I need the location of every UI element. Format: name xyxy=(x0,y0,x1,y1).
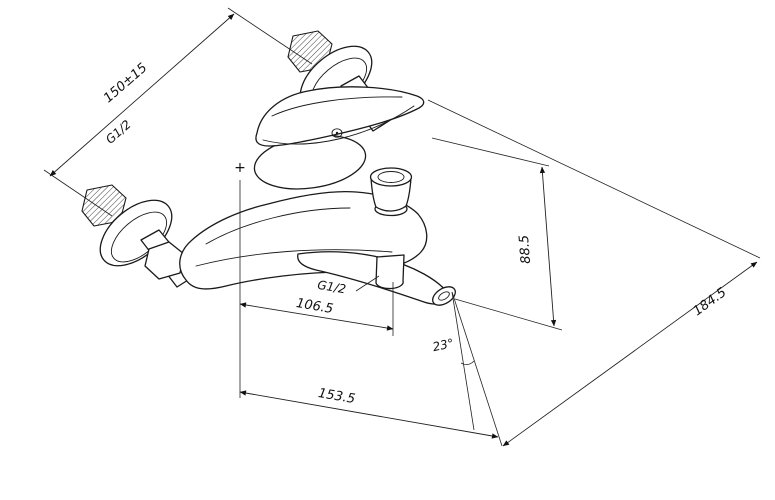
extension-line-150-upper xyxy=(227,7,313,65)
spout-angle-arc xyxy=(460,360,475,365)
dim-88-label: 88.5 xyxy=(517,234,534,264)
dimension-line-184 xyxy=(502,261,758,447)
center-mark: + xyxy=(234,160,246,176)
outlet-thread-leader xyxy=(355,275,380,292)
outlet-thread-label: G1/2 xyxy=(316,278,347,297)
diverter-knob-top xyxy=(369,167,413,187)
dim-184-label: 184.5 xyxy=(690,285,729,319)
wall-thread-label: G1/2 xyxy=(103,117,134,146)
shower-outlet xyxy=(375,254,405,290)
spout-outlet-hole xyxy=(438,291,450,301)
dim-153-label: 153.5 xyxy=(317,386,356,407)
mixer-body-top-contour xyxy=(205,207,351,245)
handle-screw-cap xyxy=(331,128,343,138)
spout-angle-label: 23° xyxy=(431,336,455,354)
extension-line-88-bottom xyxy=(454,298,563,331)
spout-angle-line-a xyxy=(451,291,475,431)
dimension-line-153 xyxy=(239,390,499,439)
dimension-line-88 xyxy=(539,166,557,327)
spout-angle-line-b xyxy=(451,291,503,447)
lever-handle xyxy=(255,86,425,147)
spout-end-face xyxy=(432,286,456,306)
extension-line-150-lower xyxy=(43,169,113,217)
lever-handle-ridge xyxy=(271,96,403,117)
dimension-line-150 xyxy=(49,13,235,177)
dimension-line-106 xyxy=(239,302,394,331)
diverter-knob-top-inner xyxy=(377,171,405,183)
mixer-body-mid-contour xyxy=(195,249,393,267)
union-nut-lower xyxy=(144,241,185,280)
dim-106-label: 106.5 xyxy=(295,296,334,317)
dim-150-label: 150±15 xyxy=(101,61,150,107)
handle-screw-dot xyxy=(335,131,339,135)
faucet-illustration xyxy=(81,30,456,306)
lever-handle-front-edge xyxy=(262,105,415,145)
extension-line-88-top xyxy=(431,137,550,167)
extension-line-184-top xyxy=(427,99,761,259)
